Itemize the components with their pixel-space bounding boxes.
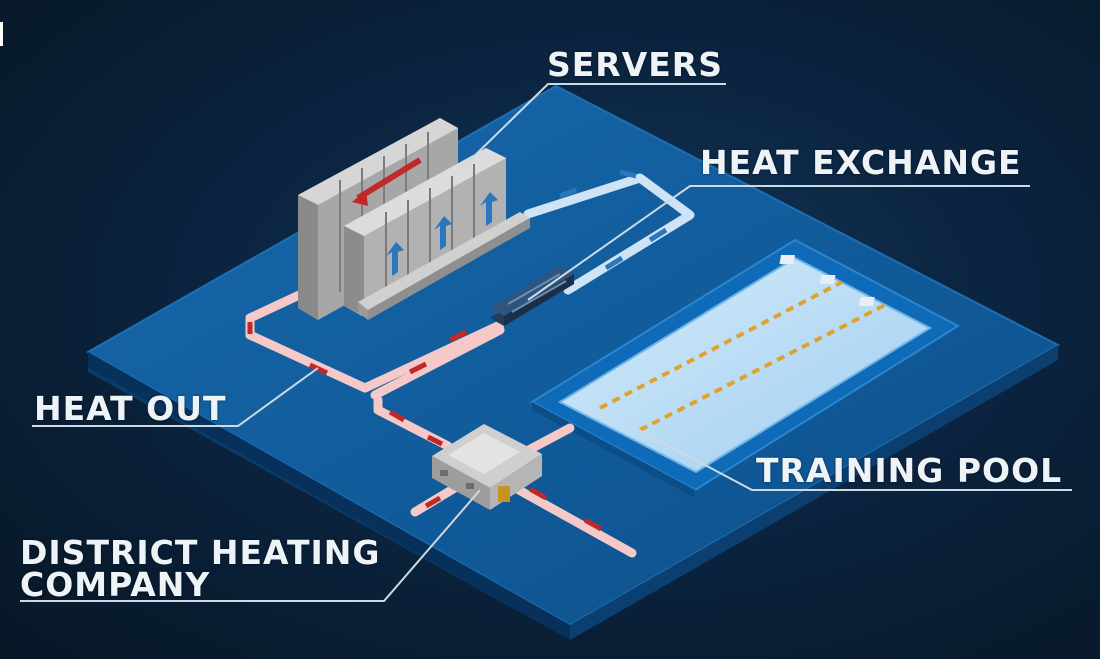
lane-rope-1 xyxy=(599,280,843,410)
training-pool xyxy=(530,238,961,498)
starting-block-3 xyxy=(859,297,875,306)
starting-block-2 xyxy=(819,275,836,284)
server-racks xyxy=(298,118,530,320)
district-heating-line-2: COMPANY xyxy=(20,565,211,604)
starting-block-1 xyxy=(779,255,796,264)
heat-out-label: HEAT OUT xyxy=(34,389,227,428)
district-heating-line-1: DISTRICT HEATING xyxy=(20,533,381,572)
heat-exchange-label: HEAT EXCHANGE xyxy=(700,143,1022,182)
heat-exchanger xyxy=(490,266,574,326)
leader-lines xyxy=(20,83,1072,602)
servers-label: SERVERS xyxy=(547,45,723,84)
cold-pipe xyxy=(523,169,695,295)
lane-rope-2 xyxy=(639,303,886,432)
training-pool-label: TRAINING POOL xyxy=(756,451,1063,490)
district-heating-company-label: DISTRICT HEATING COMPANY xyxy=(20,533,381,604)
edge-marker xyxy=(0,22,3,46)
district-heating-building xyxy=(432,424,542,510)
